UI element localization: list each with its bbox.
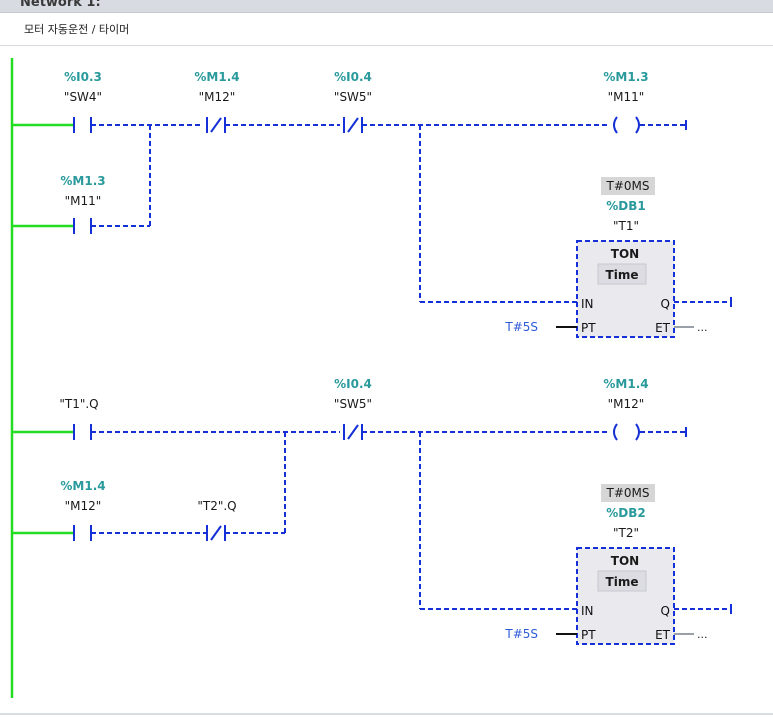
contact-sw5-address: %I0.4 [334,70,372,84]
coil-m11[interactable]: %M1.3 "M11" [603,70,649,134]
network-title: Network 1: [20,0,101,10]
timer-t1-subtitle: Time [606,268,639,282]
contact-m11-seal[interactable]: %M1.3 "M11" [12,174,106,234]
contact-sw4[interactable]: %I0.3 "SW4" [12,70,102,133]
contact-sw5-nc-2[interactable]: %I0.4 "SW5" [334,377,372,440]
coil-m12-address: %M1.4 [603,377,648,391]
timer-t2-name: "T2" [613,526,639,540]
timer-t1-pin-in: IN [581,297,594,311]
contact-sw5-nc[interactable]: %I0.4 "SW5" [334,70,372,133]
timer-t2[interactable]: T#0MS %DB2 "T2" TON Time IN PT Q ET [576,484,675,645]
timer-t2-pin-pt: PT [581,628,596,642]
timer-t1-preset-bg [601,177,655,195]
timer-t1-preset: T#0MS [606,179,650,193]
timer-t1-name: "T1" [613,219,639,233]
timer-t2-pin-et: ET [655,628,671,642]
timer-t2-pin-in: IN [581,604,594,618]
timer-t2-subtitle: Time [606,575,639,589]
contact-m11-tag: "M11" [65,194,102,208]
timer-t2-time-dropdown[interactable] [597,570,647,592]
timer-t2-box [576,547,675,645]
contact-t1q-tag: "T1".Q [59,397,98,411]
timer-t1[interactable]: T#0MS %DB1 "T1" TON Time IN PT Q ET [576,177,675,338]
contact-t2-q-nc[interactable]: "T2".Q [197,499,237,541]
contact-sw5-tag: "SW5" [334,90,372,104]
timer-t1-pin-q: Q [661,297,670,311]
contact-m12-tag: "M12" [199,90,236,104]
contact-m12-seal[interactable]: %M1.4 "M12" [12,479,106,541]
timer-t2-et-value[interactable]: ... [697,628,708,641]
timer-t1-time-dropdown[interactable] [597,263,647,285]
contact-sw4-tag: "SW4" [64,90,102,104]
contact-t1-q[interactable]: "T1".Q [12,397,99,440]
contact-sw4-address: %I0.3 [64,70,102,84]
timer-t1-type: TON [611,247,639,261]
contact-m12-address: %M1.4 [194,70,239,84]
coil-m12[interactable]: %M1.4 "M12" [603,377,649,441]
coil-m11-address: %M1.3 [603,70,648,84]
timer-t2-type: TON [611,554,639,568]
timer-t2-pin-q: Q [661,604,670,618]
timer-t1-pin-pt: PT [581,321,596,335]
timer-t2-preset-bg [601,484,655,502]
contact-m12-2-tag: "M12" [65,499,102,513]
timer-t1-et-value[interactable]: ... [697,321,708,334]
contact-t2q-tag: "T2".Q [197,499,236,513]
timer-t2-preset: T#0MS [606,486,650,500]
timer-t1-box [576,240,675,338]
contact-sw5-2-tag: "SW5" [334,397,372,411]
timer-t2-pt-value[interactable]: T#5S [504,627,538,641]
contact-m12-2-address: %M1.4 [60,479,105,493]
contact-m11-address: %M1.3 [60,174,105,188]
timer-t2-db: %DB2 [606,506,645,520]
coil-m12-tag: "M12" [608,397,645,411]
bottom-divider [0,713,773,715]
network-header: Network 1: [0,0,773,13]
timer-t1-pt-value[interactable]: T#5S [504,320,538,334]
network-comment-box[interactable]: 모터 자동운전 / 타이머 [0,13,773,46]
timer-t1-db: %DB1 [606,199,645,213]
network-comment[interactable]: 모터 자동운전 / 타이머 [24,23,130,36]
contact-sw5-2-address: %I0.4 [334,377,372,391]
timer-t1-pin-et: ET [655,321,671,335]
coil-m11-tag: "M11" [608,90,645,104]
contact-m12-nc[interactable]: %M1.4 "M12" [194,70,240,133]
